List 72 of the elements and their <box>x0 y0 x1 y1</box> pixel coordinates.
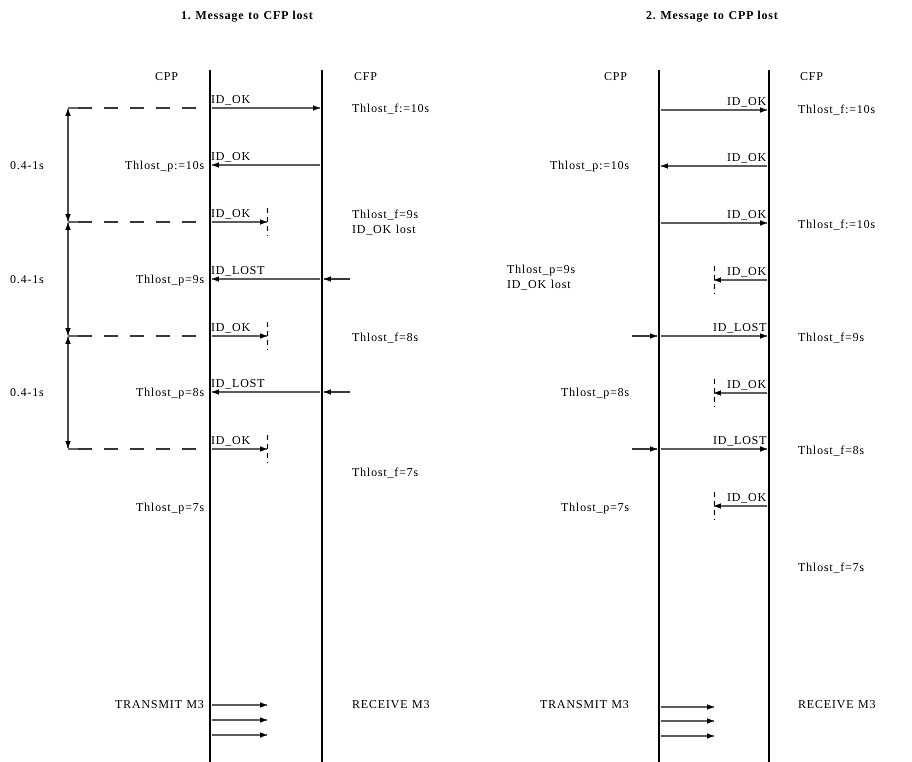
message-arrow <box>714 277 767 283</box>
message-arrow <box>212 389 320 395</box>
annotation-text: Thlost_f=7s <box>798 560 865 574</box>
annotation-text: Thlost_p:=10s <box>125 158 205 172</box>
annotation-text: 0.4-1s <box>10 385 44 399</box>
message-label: ID_OK <box>727 94 767 108</box>
direction-arrow <box>324 389 350 395</box>
annotation-text: Thlost_p=8s <box>136 385 205 399</box>
annotation-text: TRANSMIT M3 <box>540 697 630 711</box>
message-arrow <box>714 503 767 509</box>
message-label: ID_OK <box>727 150 767 164</box>
annotation-text: Thlost_p:=10s <box>550 158 630 172</box>
annotation-text: Thlost_f:=10s <box>352 101 430 115</box>
annotation-text: RECEIVE M3 <box>798 697 876 711</box>
message-arrow <box>212 717 267 723</box>
annotation-text: ID_OK lost <box>507 277 572 291</box>
message-arrow <box>714 390 767 396</box>
message-label: ID_OK <box>211 149 251 163</box>
message-arrow <box>212 162 320 168</box>
message-arrow <box>212 276 320 282</box>
annotation-text: Thlost_f:=10s <box>798 102 876 116</box>
lifeline-heading: CPP <box>604 70 628 82</box>
lifeline-heading: CPP <box>155 70 179 82</box>
annotation-text: Thlost_p=7s <box>136 500 205 514</box>
message-label: ID_OK <box>211 206 251 220</box>
message-label: ID_LOST <box>713 433 768 447</box>
message-label: ID_OK <box>727 264 767 278</box>
message-arrow <box>661 107 767 113</box>
message-label: ID_LOST <box>713 320 768 334</box>
message-label: ID_OK <box>211 92 251 106</box>
annotation-text: 0.4-1s <box>10 272 44 286</box>
annotation-text: Thlost_f=7s <box>352 465 419 479</box>
message-label: ID_OK <box>727 207 767 221</box>
lifeline-heading: CFP <box>354 70 378 82</box>
message-arrow <box>661 446 767 452</box>
panel-heading: 1. Message to CFP lost <box>181 8 314 22</box>
lifeline-heading: CFP <box>800 70 824 82</box>
message-arrow <box>661 733 714 739</box>
message-label: ID_LOST <box>211 376 266 390</box>
annotation-text: TRANSMIT M3 <box>115 697 205 711</box>
message-arrow <box>661 718 714 724</box>
message-arrow <box>212 446 267 452</box>
annotation-text: Thlost_p=8s <box>561 385 630 399</box>
message-label: ID_OK <box>211 433 251 447</box>
message-arrow <box>212 333 267 339</box>
panel-heading: 2. Message to CPP lost <box>646 8 779 22</box>
direction-arrow <box>632 446 657 452</box>
message-arrow <box>661 333 767 339</box>
message-arrow <box>212 219 267 225</box>
direction-arrow <box>632 333 657 339</box>
annotation-text: Thlost_f=8s <box>798 443 865 457</box>
annotation-text: Thlost_f=9s <box>798 330 865 344</box>
message-arrow <box>661 220 767 226</box>
annotation-text: Thlost_f=8s <box>352 330 419 344</box>
message-arrow <box>212 702 267 708</box>
annotation-text: Thlost_f=9s <box>352 207 419 221</box>
message-label: ID_OK <box>727 377 767 391</box>
message-arrow <box>661 163 767 169</box>
annotation-text: Thlost_p=7s <box>561 500 630 514</box>
annotation-text: RECEIVE M3 <box>352 697 430 711</box>
annotation-text: Thlost_f:=10s <box>798 217 876 231</box>
message-arrow <box>212 732 267 738</box>
annotation-text: 0.4-1s <box>10 158 44 172</box>
message-arrow <box>661 704 714 710</box>
annotation-text: ID_OK lost <box>352 222 416 236</box>
message-label: ID_OK <box>727 490 767 504</box>
annotation-text: Thlost_p=9s <box>507 262 576 276</box>
direction-arrow <box>324 276 350 282</box>
message-label: ID_OK <box>211 320 251 334</box>
message-label: ID_LOST <box>211 263 266 277</box>
annotation-text: Thlost_p=9s <box>136 272 205 286</box>
message-arrow <box>212 105 320 111</box>
